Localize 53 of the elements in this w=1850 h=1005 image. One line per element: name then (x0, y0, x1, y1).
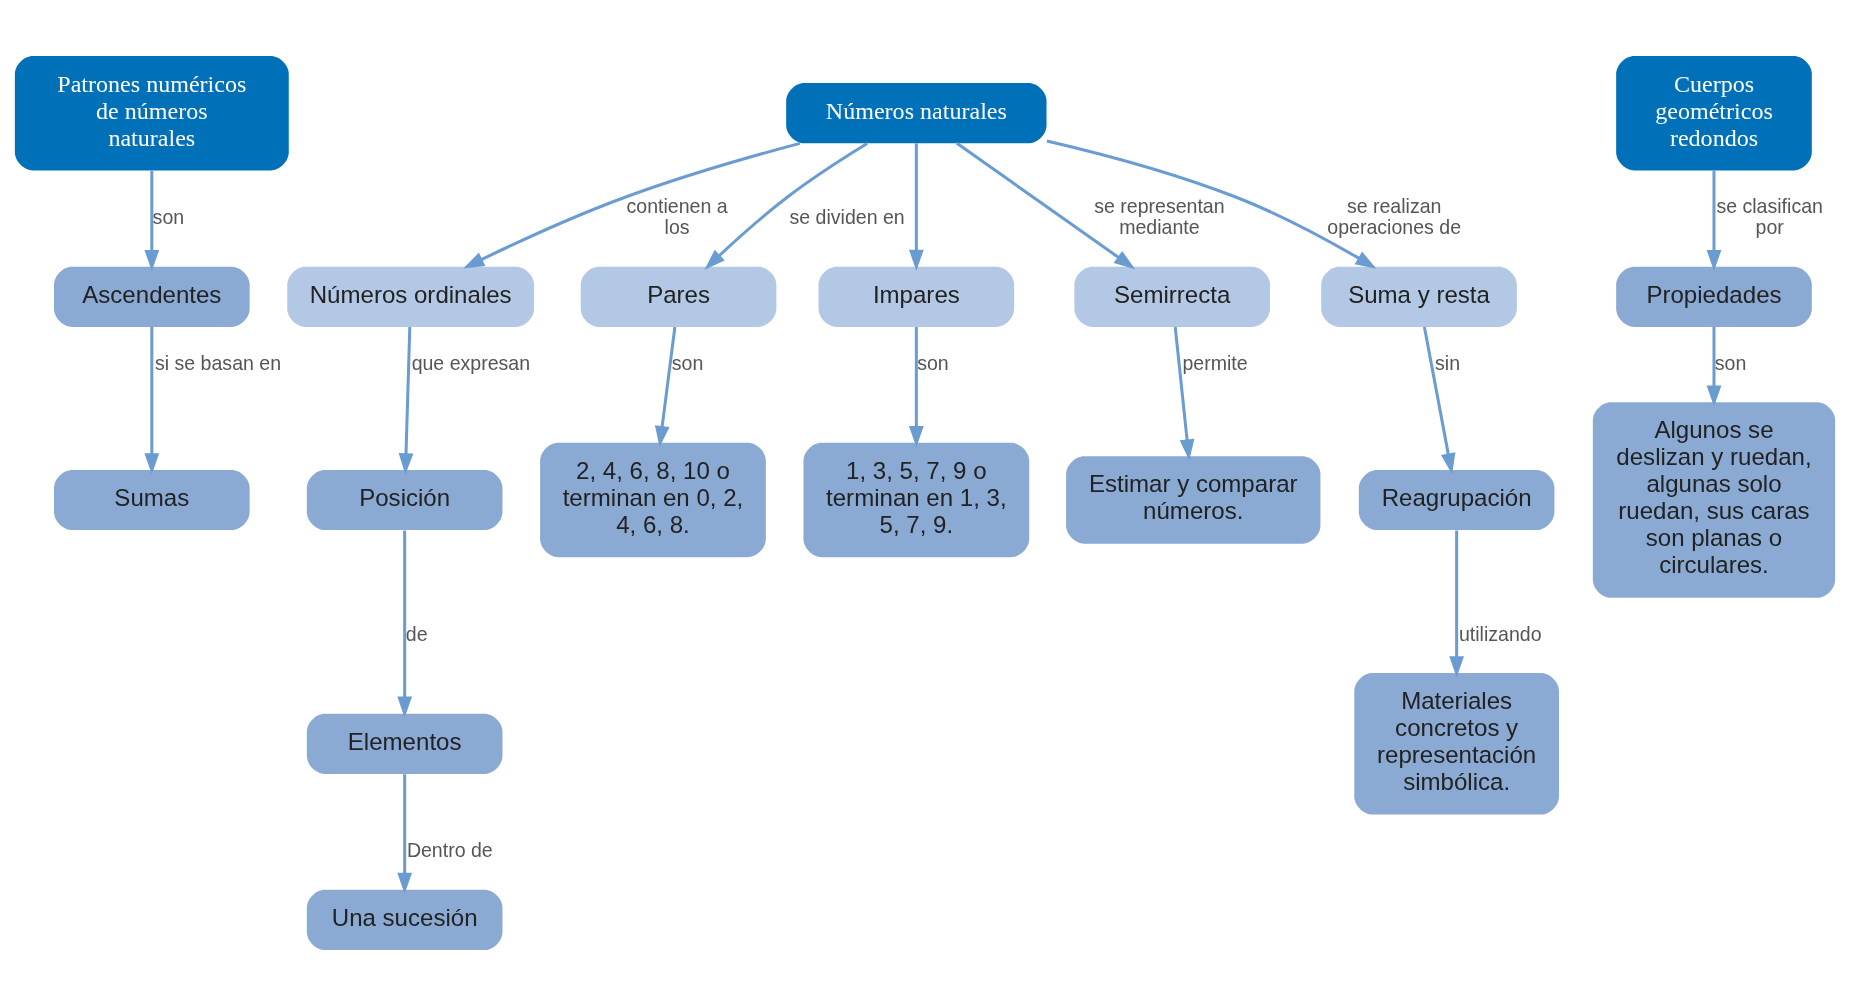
node-box: Estimar y comparar números. (1066, 455, 1321, 544)
node-box: Una sucesión (306, 889, 503, 950)
node-box: Patrones numéricos de números naturales (14, 55, 289, 170)
edge-label: de (405, 622, 428, 645)
arrow (1422, 326, 1456, 474)
arrow (144, 326, 160, 474)
edge-label: que expresan (411, 351, 531, 374)
arrow (704, 141, 868, 270)
node-box: Materiales concretos y representación simbólica. (1354, 672, 1559, 815)
node-box: Semirrecta (1074, 266, 1270, 327)
arrow (397, 773, 413, 894)
node-box: Sumas (54, 469, 250, 530)
edge-label: son (671, 351, 704, 374)
arrow (398, 326, 414, 474)
edge-label: se realizan operaciones de (1327, 194, 1462, 238)
edge-label: son (1714, 351, 1747, 374)
arrow (908, 142, 924, 271)
edge-label: se representan mediante (1094, 194, 1225, 238)
arrow (1706, 326, 1722, 407)
edge-label: se clasifican por (1716, 194, 1823, 238)
node-box: Reagrupación (1358, 469, 1555, 530)
edge-label: Dentro de (406, 838, 493, 861)
node-box: Propiedades (1616, 266, 1812, 327)
arrow (397, 530, 413, 718)
edge-label: se dividen en (789, 205, 905, 228)
edge-label: son (152, 205, 185, 228)
node-box: 2, 4, 6, 8, 10 o terminan en 0, 2, 4, 6, 8. (540, 442, 766, 557)
node-box: Impares (818, 266, 1015, 327)
node-box: 1, 3, 5, 7, 9 o terminan en 1, 3, 5, 7, 9. (803, 442, 1030, 557)
edge-label: sin (1435, 351, 1461, 374)
arrow (1706, 170, 1722, 271)
arrow (956, 141, 1136, 269)
edge-label: contienen a los (626, 194, 728, 238)
arrow (463, 141, 801, 268)
node-box: Números ordinales (287, 266, 535, 327)
arrow (1173, 326, 1195, 460)
node-box: Suma y resta (1321, 266, 1517, 327)
arrow (908, 326, 924, 447)
node-box: Algunos se deslizan y ruedan, algunas solo ruedan, sus caras son planas o circulares. (1592, 401, 1836, 598)
node-box: Elementos (306, 713, 503, 774)
node-box: Ascendentes (54, 266, 250, 327)
edge-label: son (917, 351, 949, 374)
arrow (654, 326, 677, 447)
edge-label: si se basan en (155, 351, 282, 374)
node-box: Posición (306, 469, 503, 530)
edge-label: permite (1182, 351, 1248, 374)
node-box: Pares (580, 266, 777, 327)
arrow (1046, 138, 1377, 269)
node-box: Cuerpos geométricos redondos (1616, 55, 1812, 170)
arrow (1449, 530, 1465, 677)
arrow (144, 170, 160, 271)
node-box: Números naturales (786, 82, 1047, 143)
edge-label: utilizando (1458, 622, 1542, 645)
